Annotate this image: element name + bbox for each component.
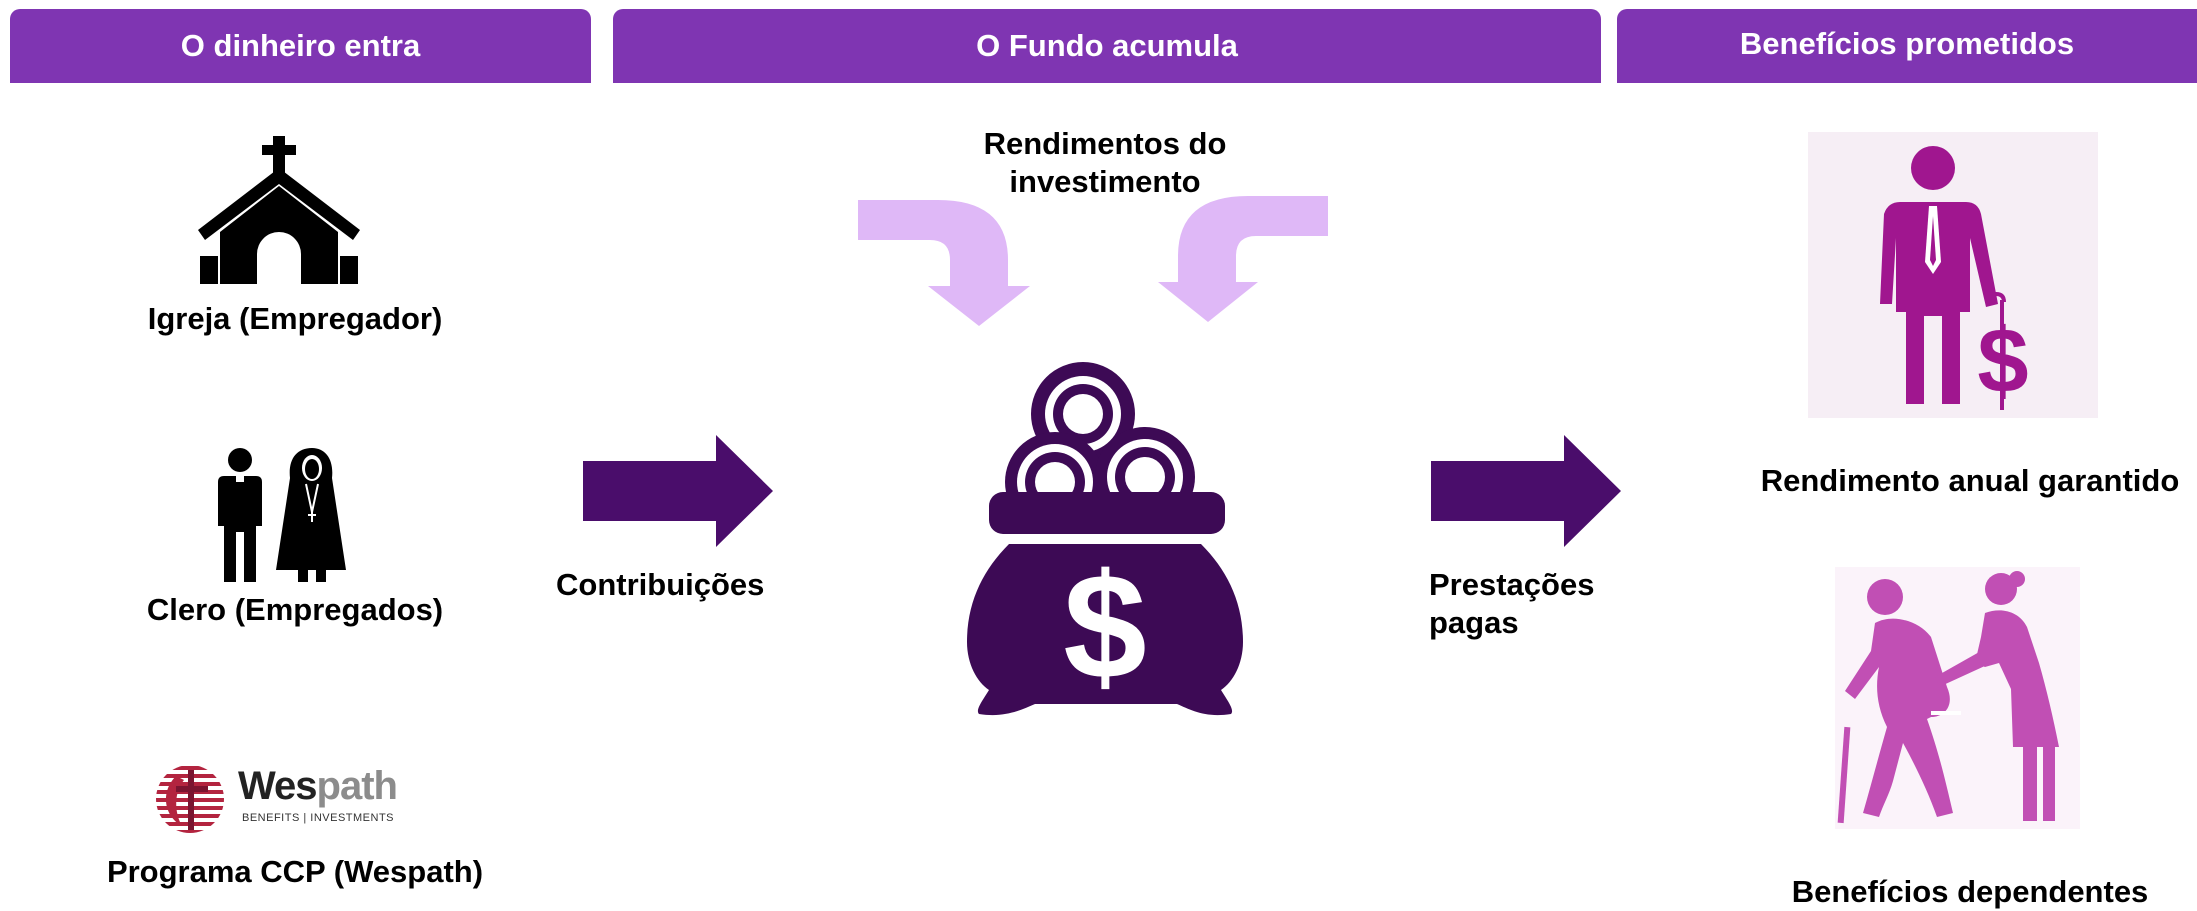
paid-arrow [1431, 435, 1621, 547]
logo-tagline-left: BENEFITS [242, 812, 300, 824]
logo-path: path [316, 764, 398, 808]
contributions-arrow [583, 435, 773, 547]
money-bag-icon: $ [965, 352, 1245, 718]
church-icon [198, 134, 360, 284]
logo-wes: Wes [238, 764, 318, 808]
dependent-benefits-label: Benefícios dependentes [1791, 874, 2149, 909]
header-benefits: Benefícios prometidos [1617, 9, 2197, 83]
investment-arrow-left [858, 200, 1030, 326]
wespath-logo: Wespath BENEFITS | INVESTMENTS [150, 762, 410, 838]
retiree-icon: $ [1808, 132, 2098, 418]
logo-tagline-sep: | [303, 812, 307, 824]
investment-label-line1: Rendimentos do [983, 126, 1227, 161]
header-fund-label: O Fundo acumula [976, 28, 1238, 63]
header-fund: O Fundo acumula [613, 9, 1601, 83]
investment-arrow-right [1158, 196, 1328, 322]
program-label: Programa CCP (Wespath) [106, 854, 484, 889]
header-money-in: O dinheiro entra [10, 9, 591, 83]
header-money-in-label: O dinheiro entra [180, 28, 421, 63]
investment-label: Rendimentos do investimento [910, 125, 1300, 201]
paid-label-line2: pagas [1429, 605, 1519, 640]
logo-tagline-right: INVESTMENTS [310, 812, 395, 824]
svg-text:$: $ [1063, 542, 1146, 710]
clergy-icon [212, 448, 346, 582]
paid-label-line1: Prestações [1429, 567, 1595, 602]
contributions-label: Contribuições [556, 567, 765, 602]
church-label: Igreja (Empregador) [147, 301, 443, 336]
paid-label: Prestações pagas [1429, 566, 1594, 642]
investment-label-line2: investimento [1009, 164, 1201, 199]
header-benefits-label: Benefícios prometidos [1739, 26, 2075, 61]
elderly-couple-icon [1835, 567, 2080, 829]
svg-text:$: $ [1977, 310, 2028, 412]
annual-income-label: Rendimento anual garantido [1760, 463, 2180, 498]
clergy-label: Clero (Empregados) [146, 592, 444, 627]
